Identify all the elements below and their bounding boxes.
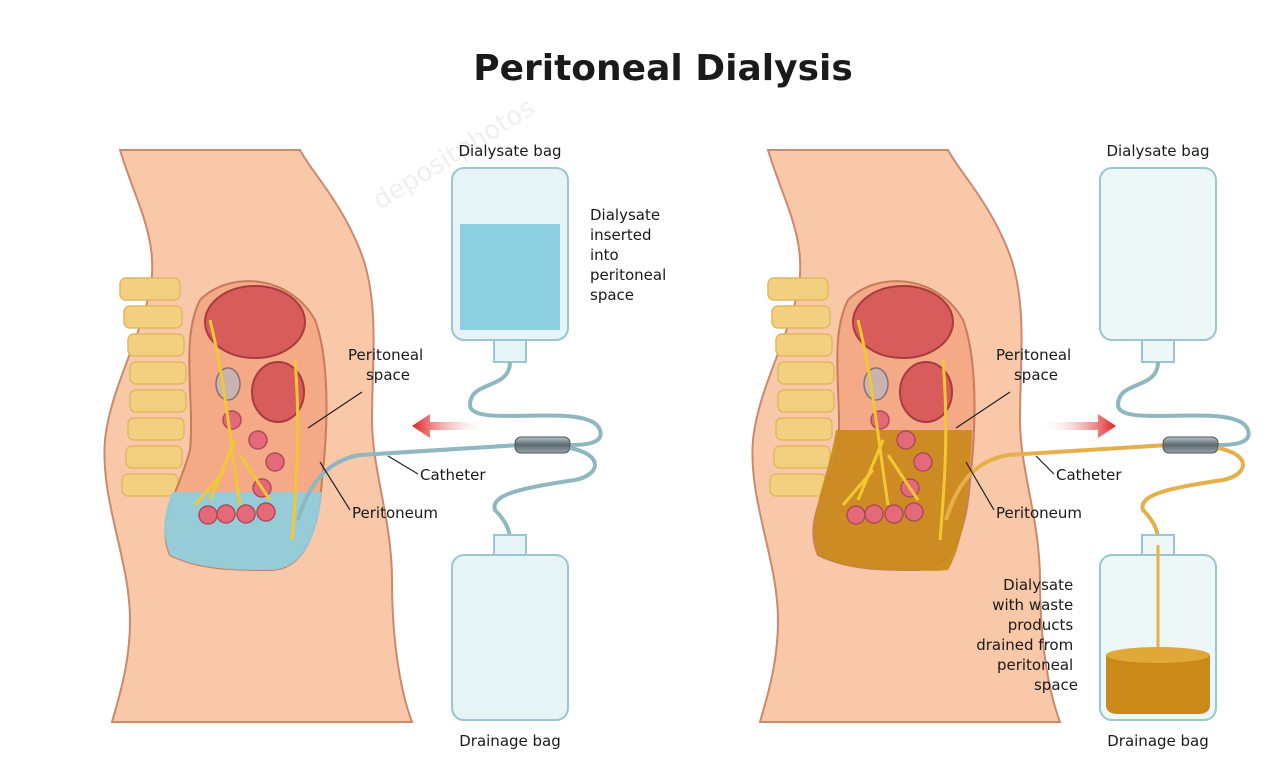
waste-note-line: products [1008,616,1074,634]
peritoneal-space-label-line: Peritoneal [996,346,1071,364]
dialysate-note-line: peritoneal [590,266,666,284]
peritoneum-label: Peritoneum [996,504,1082,522]
dialysate-note: Dialysate inserted into peritoneal space [590,206,671,304]
dialysate-bag-label: Dialysate bag [1106,142,1209,160]
tube-upper [1118,362,1249,445]
drainage-bag-neck [494,535,526,557]
liver-organ [853,286,953,358]
dialysate-note-line: Dialysate [590,206,660,224]
dialysate-note-line: inserted [590,226,652,244]
waste-note-line: peritoneal [997,656,1073,674]
page-title: Peritoneal Dialysis [473,48,853,89]
catheter-connector [1163,437,1218,453]
dialysate-bag [1100,168,1216,340]
drainage-bag-waste-surface [1106,647,1210,663]
waste-fluid [814,430,972,571]
drainage-bag-label: Drainage bag [459,732,561,750]
peritoneal-space-label-line: Peritoneal [348,346,423,364]
catheter-leader [1036,456,1054,474]
dialysate-bag-neck [1142,340,1174,362]
dialysate-note-line: space [590,286,634,304]
peritoneal-space-label-line: space [1014,366,1058,384]
waste-note-line: with waste [992,596,1073,614]
flow-arrow-right-icon [1040,414,1116,438]
waste-note-line: Dialysate [1003,576,1073,594]
flow-arrow-left-icon [412,414,488,438]
drainage-bag-label: Drainage bag [1107,732,1209,750]
liver-organ [205,286,305,358]
dialysate-note-line: into [590,246,619,264]
peritoneal-space-label-line: space [366,366,410,384]
catheter-label: Catheter [420,466,486,484]
tube-lower [1142,448,1243,540]
dialysate-bag-fluid [460,224,560,330]
waste-note-line: space [1034,676,1078,694]
dialysate-bag-neck [494,340,526,362]
catheter-label: Catheter [1056,466,1122,484]
waste-note-line: drained from [976,636,1073,654]
peritoneum-label: Peritoneum [352,504,438,522]
catheter-leader [388,456,418,474]
tube-lower [494,448,595,540]
catheter-connector [515,437,570,453]
drainage-bag [452,555,568,720]
drainage-bag-waste [1106,655,1210,714]
tube-upper [470,362,601,445]
